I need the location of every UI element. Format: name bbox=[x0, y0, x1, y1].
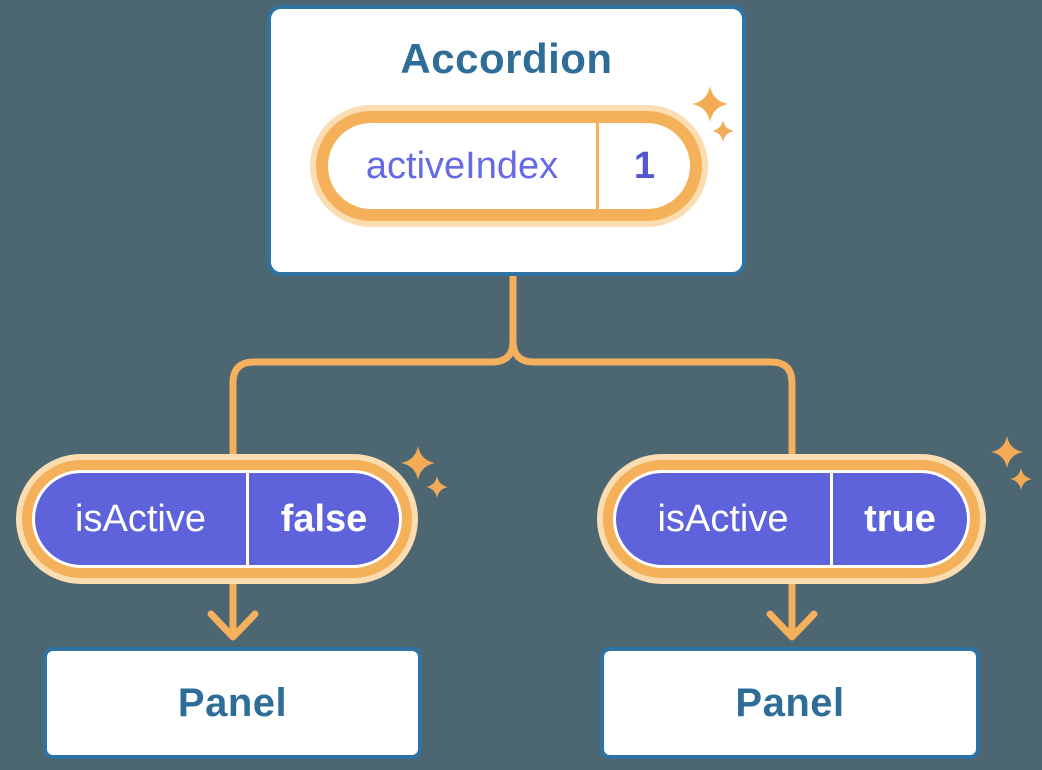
arrow-head-right-icon bbox=[766, 610, 818, 641]
prop-label: isActive bbox=[75, 497, 206, 540]
state-label: activeIndex bbox=[365, 144, 559, 187]
state-pill-divider bbox=[596, 123, 599, 209]
sparkle-icon bbox=[426, 476, 448, 498]
state-pill-activeindex: activeIndex 1 bbox=[316, 111, 702, 221]
prop-label: isActive bbox=[657, 497, 789, 540]
prop-value: false bbox=[280, 497, 368, 540]
prop-value: true bbox=[864, 497, 936, 540]
prop-pill-isactive-false: isActive false bbox=[32, 470, 402, 568]
sparkle-icon bbox=[401, 446, 435, 480]
state-value: 1 bbox=[633, 144, 656, 187]
accordion-title: Accordion bbox=[400, 35, 613, 82]
panel-title: Panel bbox=[177, 680, 288, 725]
arrow-head-left-icon bbox=[207, 610, 259, 641]
branch-line-left bbox=[229, 274, 517, 458]
panel-box-left: Panel bbox=[43, 647, 422, 759]
prop-pill-isactive-true: isActive true bbox=[613, 470, 970, 568]
sparkle-icon bbox=[991, 436, 1023, 468]
sparkle-icon bbox=[1010, 468, 1032, 490]
branch-line-right bbox=[509, 274, 796, 458]
prop-pill-divider bbox=[830, 473, 833, 565]
panel-box-right: Panel bbox=[600, 647, 980, 759]
panel-title: Panel bbox=[735, 680, 845, 725]
prop-pill-divider bbox=[246, 473, 249, 565]
